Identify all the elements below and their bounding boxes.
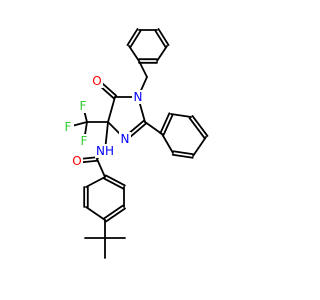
bond-a6-a1	[129, 30, 142, 48]
bond-p2-p3	[191, 115, 209, 137]
bond-p3-p4	[192, 136, 207, 157]
bond-C2-p6	[144, 121, 163, 135]
bond-p1-p2	[170, 113, 192, 118]
bond-p4-p5	[172, 150, 195, 156]
bond-b4-b5	[85, 206, 106, 221]
bond-Cc-b1	[96, 158, 106, 178]
bond-a5-a6	[128, 45, 140, 62]
bond-p5-p6	[161, 133, 174, 154]
bond-b1-b2	[104, 174, 126, 187]
atom-label-NH: NH	[96, 144, 114, 158]
atom-label-O_ring: O	[92, 74, 101, 88]
atom-N3-background	[119, 132, 131, 146]
bond-p6-p1	[162, 113, 174, 136]
bond-a5-ch2	[138, 60, 148, 78]
bond-b3-b4	[105, 207, 126, 223]
atom-F3-background	[78, 134, 90, 148]
atom-label-F2: F	[65, 120, 72, 134]
atom-label-F1: F	[80, 99, 87, 113]
atom-label-N1: N	[134, 90, 143, 104]
bond-a2-a3	[154, 30, 167, 48]
bond-b3-b4	[103, 204, 124, 220]
bond-p2-p3	[188, 117, 206, 139]
bond-p6-p1	[159, 112, 171, 135]
atom-label-F3: F	[81, 134, 88, 148]
atom-F1-background	[77, 99, 89, 113]
atom-O_ring-background	[91, 74, 103, 88]
bond-C5-C4	[107, 96, 116, 123]
bond-a6-a1	[126, 28, 139, 46]
atom-NH-background	[95, 144, 115, 158]
bond-a3-a4	[156, 45, 168, 62]
atom-F2-background	[62, 120, 74, 134]
atom-label-N3: N	[121, 132, 130, 146]
bond-a2-a3	[157, 28, 170, 46]
bond-p4-p5	[171, 153, 194, 159]
atom-label-O_amide: O	[72, 154, 81, 168]
atom-O_amide-background	[71, 154, 83, 168]
atom-N1-background	[132, 90, 144, 104]
bond-b1-b2	[103, 177, 125, 190]
bond-b6-b1	[85, 176, 106, 188]
